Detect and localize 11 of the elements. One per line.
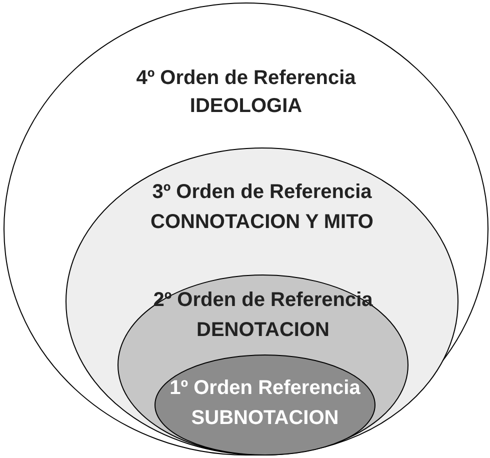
ellipse-region — [118, 275, 408, 455]
ellipse-region — [66, 148, 458, 455]
order-name: IDEOLOGIA — [190, 94, 302, 118]
order-heading: 3º Orden de Referencia — [152, 180, 372, 204]
order-heading: 4º Orden de Referencia — [136, 66, 356, 90]
ellipse-region — [155, 355, 375, 455]
order-name: DENOTACION — [196, 318, 330, 342]
order-name: SUBNOTACION — [191, 406, 339, 430]
order-name: CONNOTACION Y MITO — [150, 210, 374, 234]
ellipse-region — [4, 3, 488, 455]
order-heading: 1º Orden Referencia — [170, 376, 360, 400]
